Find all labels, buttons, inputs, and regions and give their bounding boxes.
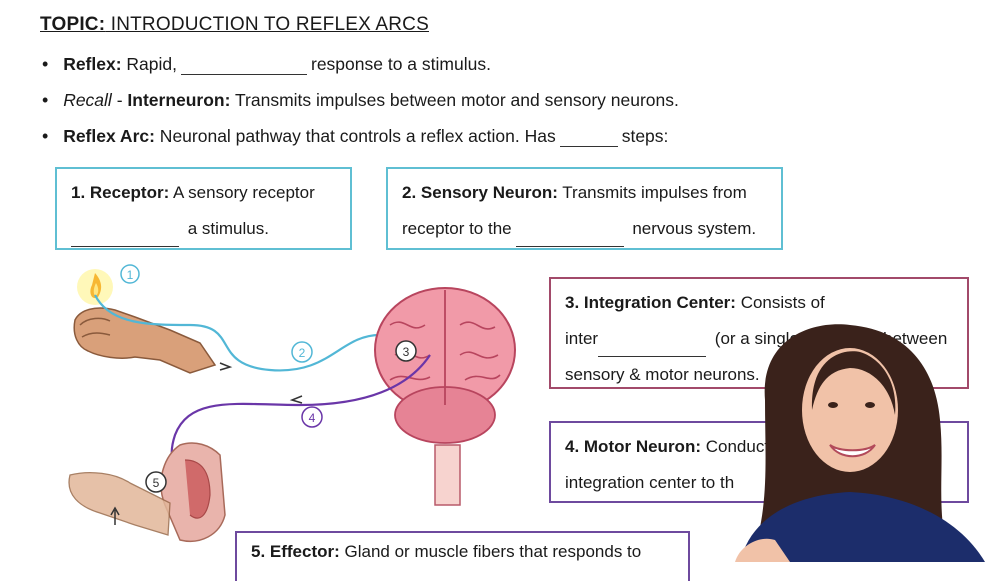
fill-blank — [559, 132, 618, 147]
bullet-interneuron-term: Interneuron: — [127, 90, 231, 110]
step-marker-5: 5 — [145, 471, 167, 493]
step-sensory-text: Transmits impulses from — [557, 183, 747, 202]
step-integration-text: Consists of — [735, 293, 825, 312]
svg-text:4: 4 — [309, 411, 316, 425]
step-motor-text3: integration center to th — [565, 473, 735, 492]
step-motor-text: Conduct — [701, 437, 770, 456]
step-integration-text2: inter — [565, 329, 599, 348]
bullet-reflex-term: Reflex: — [63, 54, 122, 74]
topic-title: INTRODUCTION TO REFLEX ARCS — [105, 14, 429, 35]
topic-prefix: TOPIC: — [40, 14, 106, 35]
step-sensory-text2: receptor to the — [402, 219, 512, 238]
step-integration-text5: sensory & motor neurons. — [565, 365, 760, 384]
step-integration-label: 3. Integration Center: — [565, 293, 736, 312]
step-marker-4: 4 — [301, 406, 323, 428]
bullet-arc-text: Neuronal pathway that controls a reflex … — [154, 126, 556, 146]
bullet-recall: Recall — [63, 90, 112, 110]
bullet-reflex-arc: Reflex Arc: Neuronal pathway that contro… — [42, 126, 668, 147]
step-effector-label: 5. Effector: — [251, 542, 340, 561]
topic-heading: TOPIC: INTRODUCTION TO REFLEX ARCS — [40, 14, 429, 36]
fill-blank — [181, 60, 307, 75]
svg-text:2: 2 — [299, 346, 306, 360]
step-marker-3: 3 — [395, 340, 417, 362]
step-sensory-text3: nervous system. — [627, 219, 757, 238]
arrow-icon — [289, 395, 303, 404]
step-receptor-text2: a stimulus. — [183, 219, 269, 238]
bullet-arc-term: Reflex Arc: — [63, 126, 155, 146]
presenter-video-overlay — [735, 324, 985, 562]
fill-blank — [515, 232, 624, 247]
fill-blank — [598, 342, 707, 357]
step-marker-2: 2 — [291, 341, 313, 363]
bullet-interneuron: Recall - Interneuron: Transmits impulses… — [42, 90, 679, 111]
svg-text:5: 5 — [153, 476, 160, 490]
bullet-dash: - — [111, 90, 128, 110]
step-effector-text: Gland or muscle fibers that responds to — [339, 542, 642, 561]
bullet-interneuron-text: Transmits impulses between motor and sen… — [230, 90, 679, 110]
bullet-arc-end: steps: — [621, 126, 669, 146]
bullet-reflex: Reflex: Rapid, response to a stimulus. — [42, 54, 491, 75]
flame-icon — [77, 269, 113, 305]
step-sensory-box: 2. Sensory Neuron: Transmits impulses fr… — [386, 167, 783, 250]
step-motor-label: 4. Motor Neuron: — [565, 437, 701, 456]
arrow-icon — [219, 362, 233, 371]
arm-illustration — [68, 442, 226, 542]
step-receptor-label: 1. Receptor: — [71, 183, 170, 202]
step-receptor-box: 1. Receptor: A sensory receptor a stimul… — [55, 167, 352, 250]
step-sensory-label: 2. Sensory Neuron: — [402, 183, 558, 202]
bullet-reflex-end: response to a stimulus. — [311, 54, 491, 74]
step-marker-1: 1 — [120, 264, 140, 284]
fill-blank — [71, 232, 179, 247]
brain-illustration — [374, 287, 516, 506]
svg-text:3: 3 — [403, 345, 410, 359]
step-receptor-text: A sensory receptor — [169, 183, 315, 202]
svg-text:1: 1 — [127, 268, 134, 282]
bullet-reflex-text: Rapid, — [121, 54, 177, 74]
hand-illustration — [73, 307, 217, 374]
reflex-arc-illustration: 1 2 3 4 5 — [68, 264, 516, 542]
